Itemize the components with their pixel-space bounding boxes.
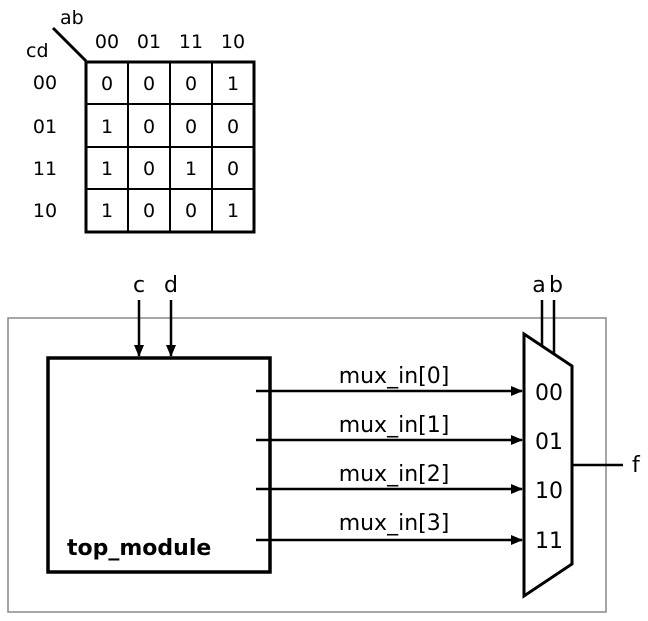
mux-port-11: 11: [535, 529, 563, 554]
kmap-col-header: 10: [221, 31, 245, 53]
kmap-cell: 0: [143, 200, 155, 222]
kmap-cell: 1: [101, 200, 113, 222]
kmap-cell: 0: [185, 73, 197, 95]
kmap-cell: 0: [143, 73, 155, 95]
kmap-cell: 0: [101, 73, 113, 95]
kmap-cell: 1: [227, 73, 239, 95]
mux-in-2-label: mux_in[2]: [339, 462, 450, 487]
kmap-cell: 1: [185, 158, 197, 180]
kmap-cell: 1: [101, 158, 113, 180]
mux-port-10: 10: [535, 479, 563, 504]
kmap-row-header: 01: [33, 116, 57, 138]
kmap-col-header: 11: [179, 31, 203, 53]
top-module-label: top_module: [67, 536, 211, 561]
kmap-row-header: 10: [33, 200, 57, 222]
mux-in-3-label: mux_in[3]: [339, 511, 450, 536]
karnaugh-map: ab cd 00 01 11 10 00 01 11 10 0 0 0 1 1 …: [26, 7, 256, 234]
mux-in-0-label: mux_in[0]: [339, 364, 450, 389]
kmap-grid: [84, 60, 256, 234]
kmap-col-variable: ab: [60, 7, 84, 29]
circuit-diagram: c d top_module mux_in[0] mux_in[1] mux_i…: [7, 273, 641, 613]
kmap-col-header: 00: [95, 31, 119, 53]
kmap-cell: 1: [101, 116, 113, 138]
select-label-a: a: [532, 273, 545, 298]
top-module-block: [46, 356, 272, 574]
multiplexer-block: [522, 331, 574, 599]
kmap-row-variable: cd: [26, 40, 49, 62]
output-label-f: f: [632, 453, 641, 478]
kmap-cell: 0: [185, 200, 197, 222]
kmap-diagonal-divider: [51, 26, 88, 63]
input-label-d: d: [164, 273, 178, 298]
kmap-cell: 0: [143, 158, 155, 180]
mux-port-00: 00: [535, 381, 563, 406]
select-label-b: b: [549, 273, 563, 298]
kmap-cell: 0: [227, 158, 239, 180]
kmap-row-header: 00: [33, 72, 57, 94]
kmap-cell: 1: [227, 200, 239, 222]
kmap-cell: 0: [143, 116, 155, 138]
mux-port-01: 01: [535, 430, 563, 455]
input-label-c: c: [133, 273, 145, 298]
kmap-col-header: 01: [137, 31, 161, 53]
kmap-cell: 0: [185, 116, 197, 138]
kmap-cell: 0: [227, 116, 239, 138]
kmap-row-header: 11: [33, 158, 57, 180]
mux-in-1-label: mux_in[1]: [339, 413, 450, 438]
